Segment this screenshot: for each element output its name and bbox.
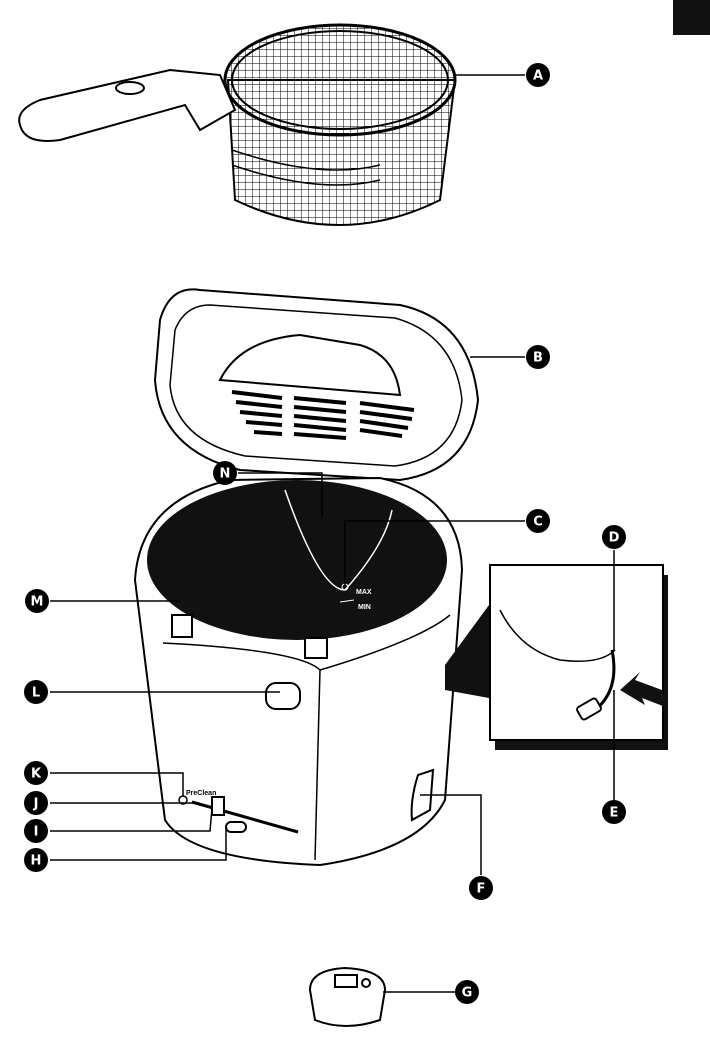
label-e: E <box>602 800 626 824</box>
svg-text:L: L <box>32 686 40 701</box>
label-d: D <box>602 525 626 549</box>
label-n: N <box>213 461 237 485</box>
label-j: J <box>24 791 48 815</box>
lid <box>153 288 480 482</box>
cord-inset <box>445 564 668 750</box>
label-g: G <box>455 980 479 1004</box>
oil-reservoir <box>147 480 447 640</box>
svg-text:F: F <box>477 882 486 897</box>
callout-labels: A B N C D E F G H I J K L M <box>24 63 626 1004</box>
svg-text:H: H <box>31 854 42 869</box>
label-l: L <box>24 680 48 704</box>
min-marking: MIN <box>358 604 371 611</box>
lid-release-button[interactable] <box>265 682 301 710</box>
svg-text:G: G <box>462 986 473 1001</box>
svg-text:I: I <box>34 825 39 840</box>
basket <box>18 23 457 226</box>
svg-text:A: A <box>533 69 543 84</box>
svg-text:K: K <box>31 767 42 782</box>
max-marking: MAX <box>356 589 372 596</box>
label-i: I <box>24 819 48 843</box>
svg-text:B: B <box>533 351 543 366</box>
svg-text:C: C <box>533 515 543 530</box>
preclean-text: PreClean <box>186 790 216 797</box>
language-tab <box>673 0 710 35</box>
svg-text:N: N <box>220 467 231 482</box>
svg-text:E: E <box>610 806 619 821</box>
filter-cap <box>308 966 387 1027</box>
fryer-body: MAX MIN PreClean <box>133 476 464 867</box>
svg-text:M: M <box>31 595 44 610</box>
label-c: C <box>526 509 550 533</box>
label-m: M <box>25 589 49 613</box>
svg-text:D: D <box>609 531 620 546</box>
leader-lines <box>50 74 615 993</box>
label-a: A <box>526 63 550 87</box>
label-f: F <box>469 876 493 900</box>
svg-text:J: J <box>33 797 39 812</box>
label-h: H <box>24 848 48 872</box>
temperature-slider[interactable] <box>211 796 225 816</box>
label-k: K <box>24 761 48 785</box>
label-b: B <box>526 345 550 369</box>
